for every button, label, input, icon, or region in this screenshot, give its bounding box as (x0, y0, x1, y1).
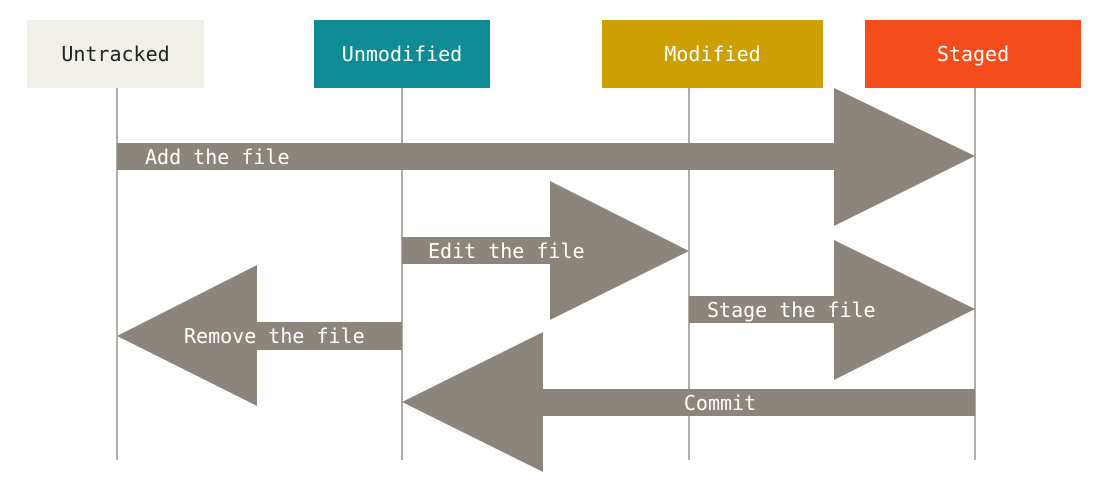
stage-the-file-arrow: Stage the file (689, 240, 975, 380)
unmodified-state: Unmodified (314, 20, 490, 88)
stage-the-file-arrow-shape (689, 240, 975, 380)
commit-label: Commit (684, 391, 756, 415)
staged-label: Staged (937, 42, 1009, 66)
add-the-file-label: Add the file (145, 145, 290, 169)
remove-the-file-label: Remove the file (184, 324, 365, 348)
add-the-file-arrow: Add the file (117, 88, 975, 226)
modified-box (602, 20, 823, 88)
unmodified-label: Unmodified (342, 42, 462, 66)
modified-state: Modified (602, 20, 823, 88)
edit-the-file-arrow: Edit the file (402, 181, 689, 320)
stage-the-file-label: Stage the file (707, 298, 876, 322)
staged-box (865, 20, 1081, 88)
remove-the-file-arrow: Remove the file (117, 265, 402, 406)
add-the-file-arrow-shape (117, 88, 975, 226)
commit-arrow: Commit (402, 332, 975, 472)
edit-the-file-arrow-shape (402, 181, 689, 320)
untracked-box (27, 20, 204, 88)
remove-the-file-arrow-shape (117, 265, 402, 406)
unmodified-box (314, 20, 490, 88)
untracked-state: Untracked (27, 20, 204, 88)
staged-state: Staged (865, 20, 1081, 88)
modified-label: Modified (664, 42, 760, 66)
untracked-label: Untracked (61, 42, 169, 66)
commit-arrow-shape (402, 332, 975, 472)
edit-the-file-label: Edit the file (428, 239, 585, 263)
